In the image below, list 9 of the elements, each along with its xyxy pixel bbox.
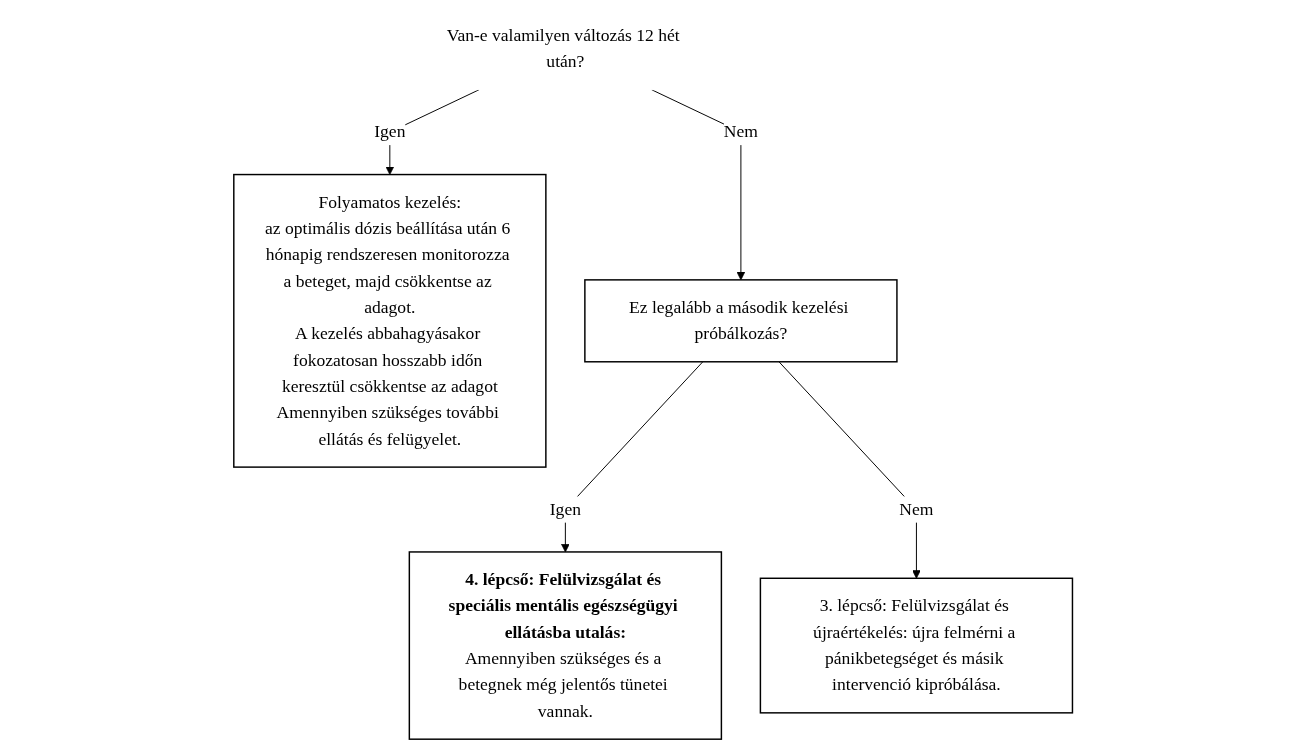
edge-label: Nem [724, 121, 759, 142]
node-text: Van-e valamilyen változás 12 hét után? [447, 25, 681, 72]
node-box: Folyamatos kezelés: az optimális dózis beállítása után 6 hónapig rendszeresen monitorozza a beteget, majd csökkentse az adagot. A kezelés abbahagyásakor fokozatosan hosszabb időn keresztül csökkentse az adagot Amennyiben szükséges további ellátás és felügyelet. [233, 173, 547, 468]
edge-label: Igen [550, 499, 582, 519]
node-box: 3. lépcső: Felülvizsgálat és újraértékelés: újra felmérni a pánikbetegséget és másik intervenció kipróbálása. [760, 577, 1074, 714]
edge-label: Nem [899, 499, 934, 519]
edge-label: Igen [374, 121, 406, 142]
node-box: 4. lépcső: Felülvizsgálat és speciális mentális egészségügyi ellátásba utalás: Amennyiben szükséges és a betegnek még jelentős tünetei vannak. [408, 551, 723, 740]
node-box: Ez legalább a második kezelési próbálkozás? [584, 279, 898, 363]
